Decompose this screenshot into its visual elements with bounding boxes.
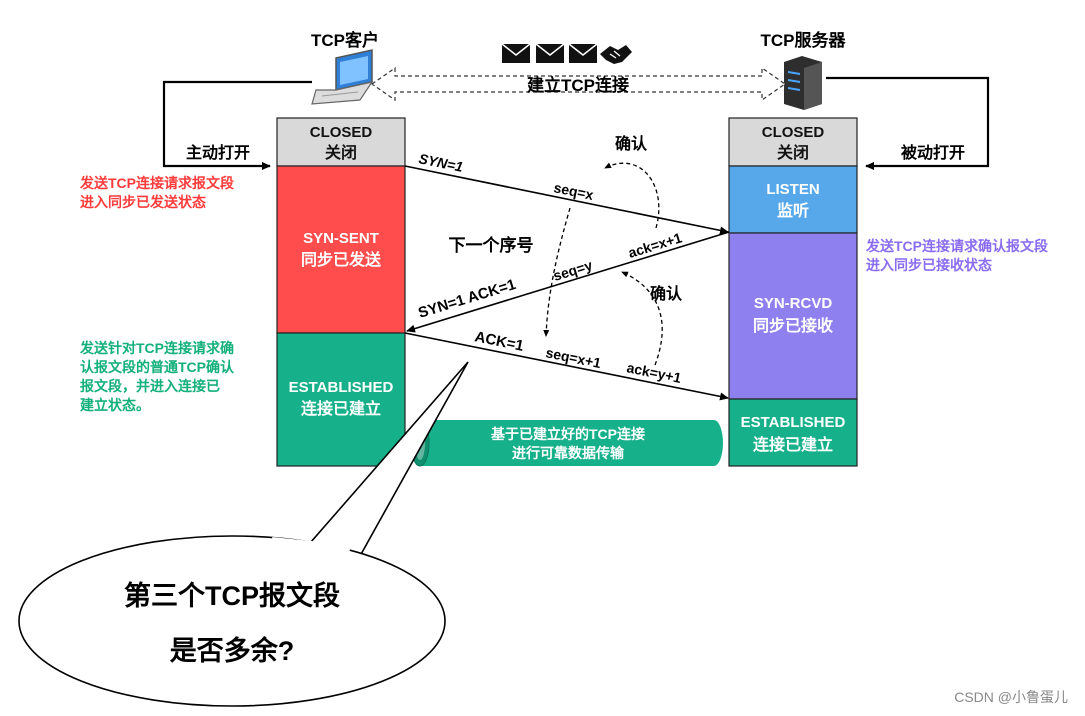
msg2-flags: SYN=1 ACK=1 (416, 276, 518, 322)
bubble-line2: 是否多余? (170, 635, 295, 666)
client-open-label: 主动打开 (186, 143, 250, 162)
server-listen-en: LISTEN (766, 181, 819, 198)
server-closed-zh: 关闭 (777, 143, 809, 162)
handshake-icon (600, 45, 632, 64)
msg1-syn-arrow (404, 165, 729, 235)
server-syn-rcvd-en: SYN-RCVD (754, 295, 833, 312)
server-established-zh: 连接已建立 (753, 435, 833, 454)
msg3-ack: ack=y+1 (625, 359, 683, 386)
client-note-syn-line2: 进入同步已发送状态 (80, 194, 206, 210)
server-note-line1: 发送TCP连接请求确认报文段 (865, 238, 1048, 254)
server-established-state (728, 398, 858, 467)
server-closed-state (728, 117, 858, 167)
envelope-icon (535, 43, 565, 63)
envelope-icon (568, 43, 598, 63)
client-title: TCP客户 (311, 30, 379, 50)
server-closed-en: CLOSED (762, 124, 825, 141)
confirm-2-label: 确认 (650, 284, 683, 303)
client-note-ack-line2: 认报文段的普通TCP确认 (80, 359, 235, 375)
confirm-2-dashed-arrow (621, 271, 663, 366)
server-note-line2: 进入同步已接收状态 (866, 257, 992, 273)
server-passive-open-arrow (826, 76, 990, 170)
watermark: CSDN @小鲁蛋儿 (954, 689, 1068, 705)
server-syn-rcvd-zh: 同步已接收 (753, 316, 833, 335)
server-syn-rcvd-state (728, 232, 858, 400)
client-established-state (276, 332, 406, 467)
server-title: TCP服务器 (761, 30, 847, 50)
server-listen-state (728, 165, 858, 234)
laptop-icon (311, 49, 374, 105)
server-open-label: 被动打开 (901, 143, 965, 162)
client-active-open-arrow (162, 80, 312, 170)
server-listen-zh: 监听 (777, 201, 809, 220)
client-state-column (276, 117, 406, 467)
next-seq-label: 下一个序号 (449, 235, 534, 255)
msg1-flag: SYN=1 (417, 150, 464, 175)
bubble-line1: 第三个TCP报文段 (124, 580, 340, 611)
speech-bubble (18, 361, 469, 707)
client-note-ack-line1: 发送针对TCP连接请求确 (79, 340, 234, 356)
confirm-1-dashed-arrow (604, 162, 660, 229)
next-seq-dashed-arrow (543, 207, 571, 337)
client-note-ack-line4: 建立状态。 (80, 397, 150, 413)
server-icon (784, 56, 822, 110)
msg2-ack: ack=x+1 (626, 229, 684, 261)
msg3-ack-arrow (404, 332, 729, 401)
msg1-seq: seq=x (552, 179, 595, 203)
client-closed-zh: 关闭 (325, 143, 357, 162)
client-closed-state (276, 117, 406, 167)
envelope-icon (501, 43, 531, 63)
confirm-1-label: 确认 (615, 134, 648, 153)
connection-dashed-arrow (370, 66, 787, 102)
client-note-syn-line1: 发送TCP连接请求报文段 (79, 175, 234, 191)
server-state-column (728, 117, 858, 467)
client-syn-sent-en: SYN-SENT (303, 230, 379, 247)
client-established-en: ESTABLISHED (289, 379, 394, 396)
connection-label: 建立TCP连接 (527, 75, 629, 95)
client-closed-en: CLOSED (310, 124, 373, 141)
client-syn-sent-state (276, 165, 406, 334)
client-established-zh: 连接已建立 (301, 399, 381, 418)
client-note-ack-line3: 报文段，并进入连接已 (80, 378, 220, 394)
pipe-line2: 进行可靠数据传输 (512, 445, 625, 461)
pipe-line1: 基于已建立好的TCP连接 (491, 426, 645, 442)
server-established-en: ESTABLISHED (741, 414, 846, 431)
msg3-flag: ACK=1 (473, 328, 525, 355)
client-syn-sent-zh: 同步已发送 (301, 250, 382, 269)
msg2-synack-arrow (406, 231, 730, 333)
